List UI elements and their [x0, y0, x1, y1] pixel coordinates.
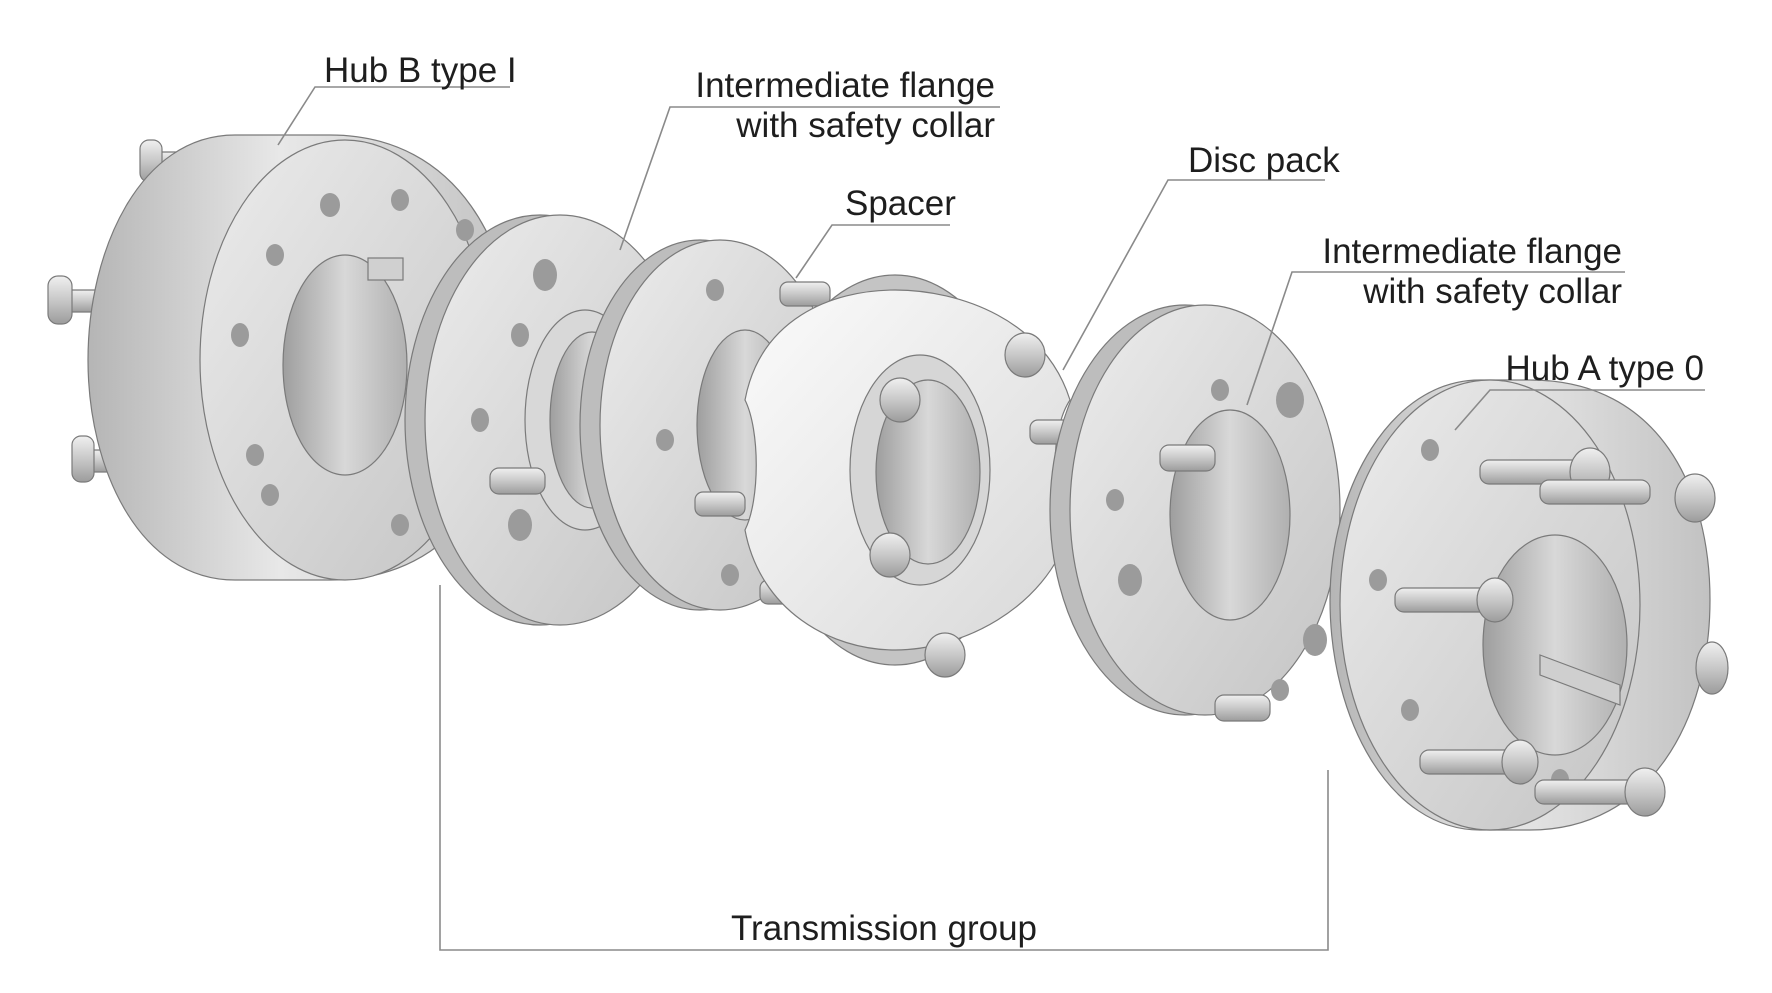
label-disc-pack: Disc pack: [1188, 141, 1340, 180]
label-flange-left-line1: Intermediate flange: [695, 66, 995, 105]
hub-a: [1329, 379, 1729, 831]
transmission-group-bracket: [439, 585, 1329, 951]
label-transmission-group: Transmission group: [731, 909, 1037, 948]
label-spacer: Spacer: [845, 184, 956, 223]
label-flange-right-line2: with safety collar: [1362, 272, 1622, 311]
leader-hub-b: [277, 86, 510, 146]
labels: Hub B type I Intermediate flange with sa…: [324, 51, 1704, 948]
intermediate-flange-right: [1049, 304, 1341, 722]
leader-flange-right: [1246, 271, 1625, 406]
hub-a-bolts: [1394, 447, 1729, 817]
label-flange-right-line1: Intermediate flange: [1322, 232, 1622, 271]
disc-pack: [744, 274, 1076, 678]
leader-disc-pack: [1062, 179, 1325, 371]
label-hub-b: Hub B type I: [324, 51, 517, 90]
leader-flange-left: [619, 106, 1000, 251]
label-hub-a: Hub A type 0: [1506, 349, 1704, 388]
leader-spacer: [795, 224, 950, 279]
label-flange-left-line2: with safety collar: [735, 106, 995, 145]
leader-hub-a: [1454, 389, 1705, 431]
leader-lines: [277, 86, 1705, 951]
